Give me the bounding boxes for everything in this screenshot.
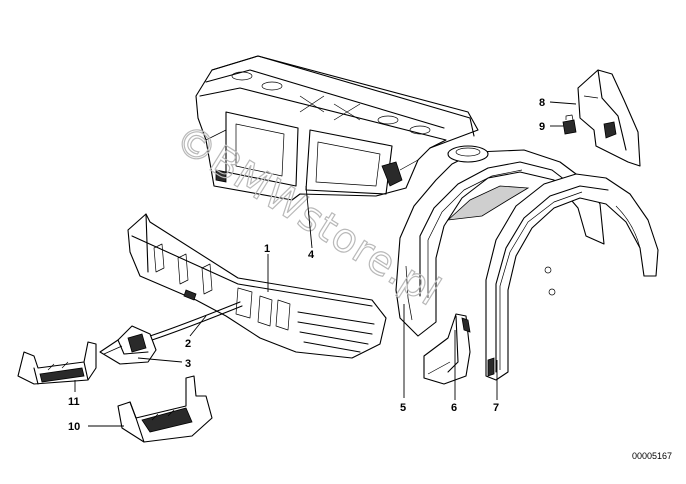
callout-labels: 1 2 3 4 5 6 7 8 9 10 11 — [68, 97, 545, 433]
part-9-clip — [562, 114, 577, 135]
leader-lines — [74, 101, 577, 427]
part-8-upper-corner-panel — [577, 69, 641, 167]
callout-6: 6 — [451, 402, 457, 414]
part-1-rear-floor-panel — [127, 213, 387, 359]
callout-1: 1 — [264, 243, 270, 255]
callout-10: 10 — [68, 421, 80, 433]
callout-3: 3 — [185, 358, 191, 370]
part-2-seal-strip — [149, 301, 243, 341]
part-10-support-bracket-large — [117, 375, 213, 443]
part-5-inner-wheel-housing — [395, 145, 605, 337]
callout-5: 5 — [400, 402, 406, 414]
callout-11: 11 — [68, 396, 80, 408]
callout-8: 8 — [539, 97, 545, 109]
part-4-rear-bulkhead — [195, 55, 479, 201]
part-7-outer-wheel-arch — [485, 173, 659, 381]
part-11-support-bracket-left — [17, 341, 97, 385]
drawing-code: 00005167 — [632, 451, 672, 461]
part-3-bracket-small — [99, 325, 157, 365]
callout-2: 2 — [185, 338, 191, 350]
part-6-gusset-plate — [423, 313, 471, 385]
callout-7: 7 — [493, 402, 499, 414]
callout-4: 4 — [308, 249, 315, 261]
callout-9: 9 — [539, 121, 545, 133]
